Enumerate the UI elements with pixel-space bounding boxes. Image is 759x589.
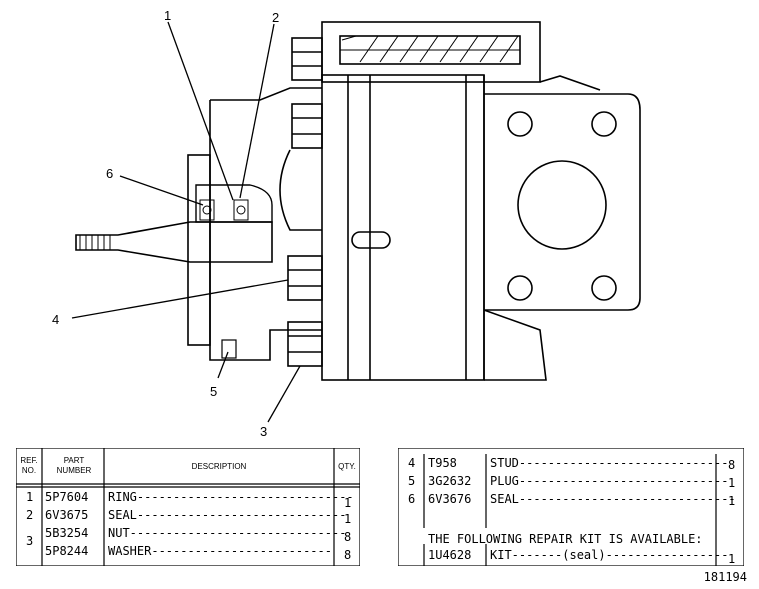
repair-kit-note: THE FOLLOWING REPAIR KIT IS AVAILABLE:: [428, 532, 703, 546]
kit-qty: 1: [728, 552, 736, 566]
row-desc: WASHER-------------------------: [108, 544, 332, 558]
row-part: 3G2632: [428, 474, 472, 488]
header-ref: REF. NO.: [20, 456, 38, 475]
callout-2: 2: [272, 10, 279, 25]
row-qty: 8: [344, 530, 352, 544]
row-qty: 8: [728, 458, 736, 472]
header-qty: QTY.: [338, 462, 356, 471]
row-qty: 8: [344, 548, 352, 562]
row-part: T958: [428, 456, 457, 470]
row-qty: 1: [728, 494, 736, 508]
row-ref: 4: [408, 456, 416, 470]
row-desc: PLUG-----------------------------: [490, 474, 729, 488]
input-shaft: [75, 221, 273, 263]
callout-6: 6: [106, 166, 113, 181]
figure-number: 181194: [703, 570, 747, 584]
front-housing: [187, 87, 322, 361]
kit-desc: KIT-------(seal)-----------------: [490, 548, 729, 562]
header-description: DESCRIPTION: [191, 462, 247, 471]
callout-1: 1: [164, 8, 171, 23]
callout-3: 3: [260, 424, 267, 439]
left-parts-table: REF. NO. PART NUMBER DESCRIPTION QTY. 1 …: [16, 448, 360, 566]
row-desc: STUD-----------------------------: [490, 456, 729, 470]
right-parts-table: 4 T958 STUD-----------------------------…: [398, 448, 744, 566]
header-part: PART NUMBER: [56, 456, 92, 475]
nuts: [287, 37, 323, 367]
row-desc: NUT------------------------------: [108, 526, 347, 540]
row-desc: RING------------------------------: [108, 490, 354, 504]
kit-part: 1U4628: [428, 548, 472, 562]
row-qty: 1: [728, 476, 736, 490]
row-part: 5P7604: [45, 490, 89, 504]
outlet-flange: [483, 93, 641, 381]
row-ref: 3: [26, 534, 34, 548]
row-qty: 1: [344, 512, 352, 526]
row-ref: 2: [26, 508, 34, 522]
row-qty: 1: [344, 496, 352, 510]
leader-lines: [71, 21, 301, 423]
row-ref: 6: [408, 492, 416, 506]
row-part: 5B3254: [45, 526, 89, 540]
pump-body: [321, 74, 485, 381]
pump-assembly-drawing: 1 2 6 4 5 3: [52, 8, 641, 439]
callout-4: 4: [52, 312, 59, 327]
stud-bar: [321, 21, 601, 91]
row-part: 6V3675: [45, 508, 89, 522]
row-ref: 5: [408, 474, 416, 488]
row-desc: SEAL-----------------------------: [108, 508, 347, 522]
row-part: 5P8244: [45, 544, 89, 558]
row-part: 6V3676: [428, 492, 472, 506]
callout-5: 5: [210, 384, 217, 399]
row-ref: 1: [26, 490, 34, 504]
row-desc: SEAL------------------------------: [490, 492, 736, 506]
